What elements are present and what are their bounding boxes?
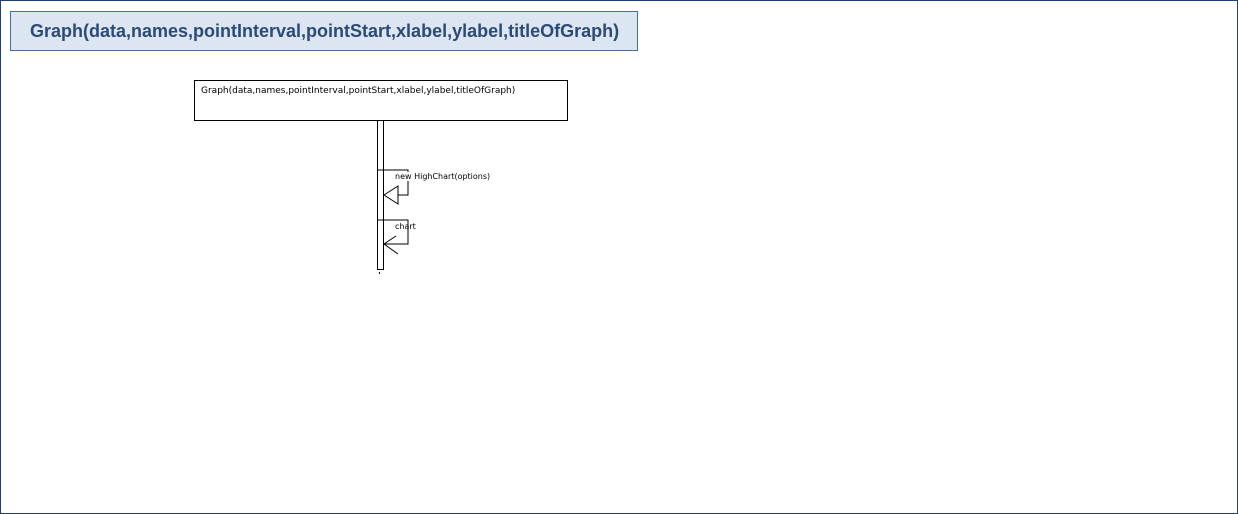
self-message-1-arrowhead <box>383 185 399 205</box>
message-label-2: chart <box>395 222 416 231</box>
diagram-title-box: Graph(data,names,pointInterval,pointStar… <box>10 11 638 51</box>
lifeline-end-marker <box>379 272 380 274</box>
diagram-title: Graph(data,names,pointInterval,pointStar… <box>30 21 620 41</box>
message-label-1: new HighChart(options) <box>395 172 491 181</box>
lifeline-label: Graph(data,names,pointInterval,pointStar… <box>201 86 516 96</box>
self-message-2-arrowhead <box>383 235 399 255</box>
self-message-2-line <box>378 219 409 245</box>
lifeline-head[interactable]: Graph(data,names,pointInterval,pointStar… <box>194 80 568 121</box>
